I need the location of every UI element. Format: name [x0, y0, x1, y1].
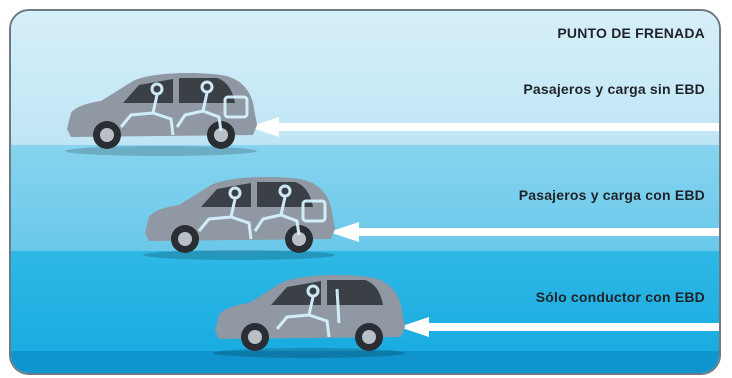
braking-arrow-3	[399, 317, 719, 337]
band-bottom-strip	[11, 351, 719, 373]
row-label-driver-only: Sólo conductor con EBD	[535, 289, 705, 305]
car-icon-passengers-cargo-no-ebd	[65, 73, 257, 156]
car-icon-driver-only-with-ebd	[213, 275, 405, 358]
row-label-with-ebd: Pasajeros y carga con EBD	[518, 187, 705, 203]
braking-arrow-1	[249, 117, 719, 137]
row-label-no-ebd: Pasajeros y carga sin EBD	[523, 81, 705, 97]
braking-arrow-2	[329, 222, 719, 242]
diagram-title: PUNTO DE FRENADA	[557, 25, 705, 41]
car-icon-passengers-cargo-with-ebd	[143, 177, 335, 260]
braking-diagram: PUNTO DE FRENADA Pasajeros y carga sin E…	[9, 9, 721, 375]
